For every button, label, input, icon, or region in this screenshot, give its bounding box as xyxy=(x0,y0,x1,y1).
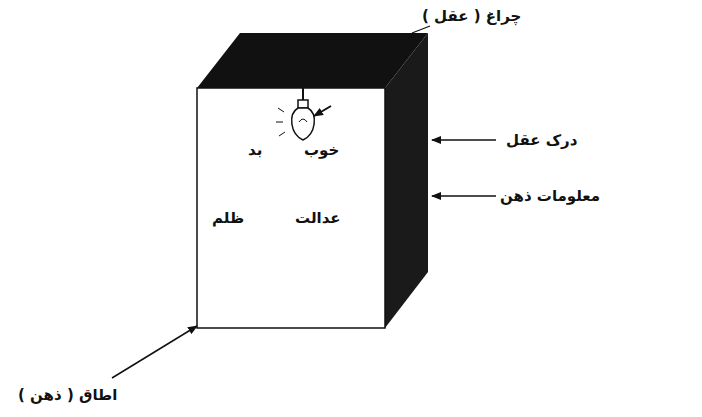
cube-side xyxy=(385,33,428,328)
light-bulb xyxy=(276,88,331,140)
leader-arrow xyxy=(432,195,496,197)
room-concept: عدالت xyxy=(295,209,341,227)
leader-line xyxy=(412,26,430,33)
room-concept: ظلم xyxy=(212,209,244,227)
room-concept: خوب xyxy=(304,141,339,159)
room-concept: بد xyxy=(248,141,262,159)
cube-front xyxy=(197,88,385,328)
callout-label: چراغ ( عقل ) xyxy=(422,7,521,25)
mind-room-face: خوب بد عدالت ظلم xyxy=(197,88,385,328)
callout-label: درک عقل xyxy=(506,131,577,149)
callout-label: اطاق ( ذهن ) xyxy=(18,386,117,404)
leader-arrow xyxy=(112,326,197,378)
leader-arrow xyxy=(432,139,496,141)
callout-label: معلومات ذهن xyxy=(500,187,600,205)
